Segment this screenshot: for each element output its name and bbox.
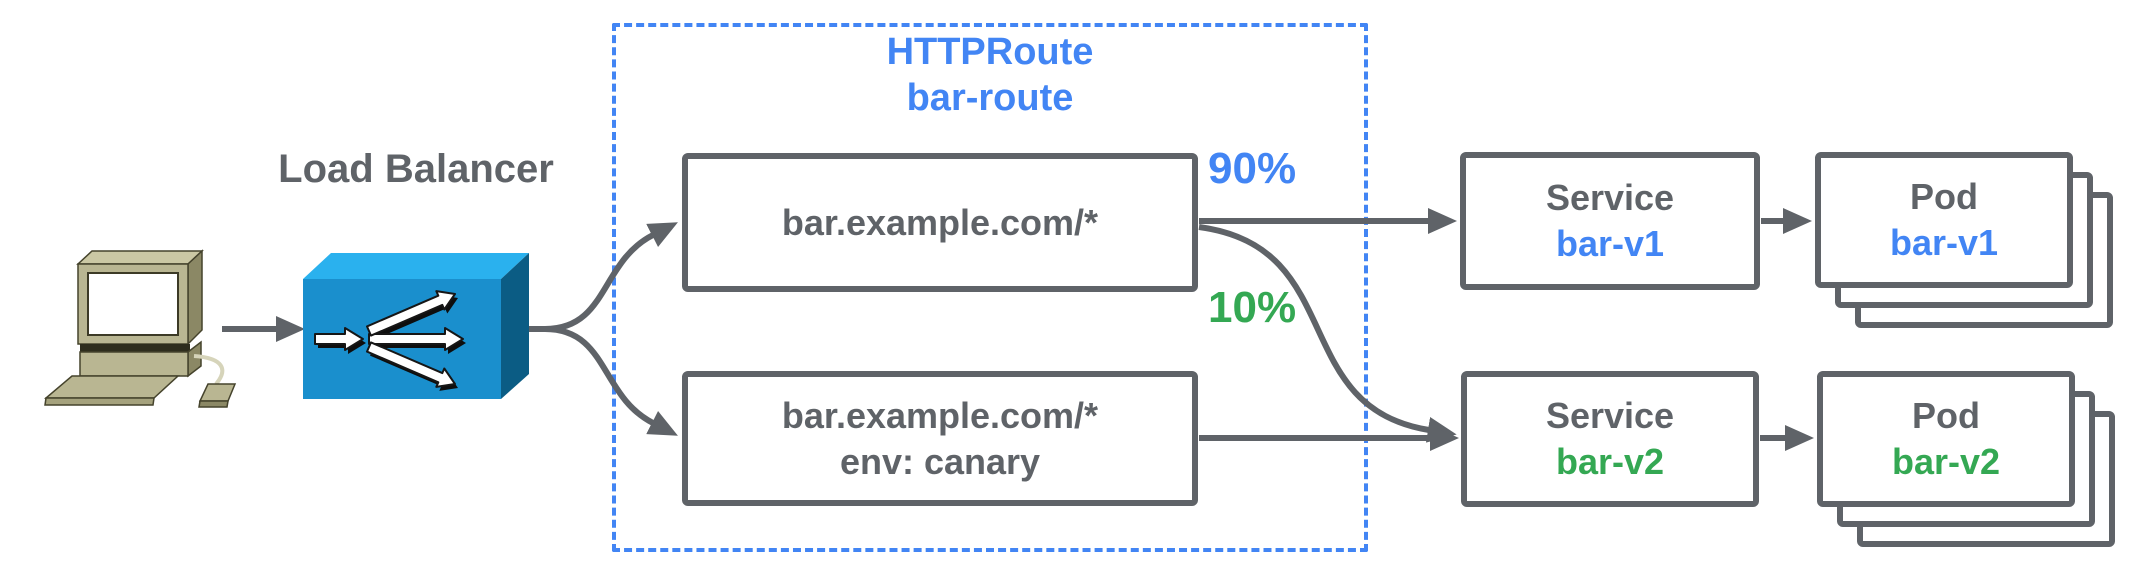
pod-type-label: Pod [1912,395,1980,436]
arrow-loadbalancer-to-rule-1 [544,222,678,332]
service-name: bar-v2 [1555,441,1665,482]
arrow-loadbalancer-to-rule-2 [544,326,678,436]
route-rule-2-header-match: env: canary [839,440,1041,482]
lb-fan-down-arrow [366,341,456,388]
weight-label-90: 90% [1208,144,1297,193]
pod-type-label: Pod [1910,176,1978,217]
pod-stack-bar-v1: Pod bar-v1 [1815,152,2117,332]
pod-name: bar-v2 [1891,441,2001,482]
pod-name: bar-v1 [1889,222,1999,263]
service-bar-v2-box: Service bar-v2 [1461,371,1759,507]
lb-fan-up-arrow [366,290,456,337]
route-rule-1-match: bar.example.com/* [781,201,1099,243]
httproute-dashed-box [612,23,1368,552]
load-balancer-icon [303,253,529,399]
weight-label-10: 10% [1208,283,1297,332]
arrow-rule-1-to-service-bar-v2 [1198,224,1457,443]
pod-stack-bar-v2: Pod bar-v2 [1817,371,2119,551]
load-balancer-label: Load Balancer [278,147,554,191]
service-name: bar-v1 [1555,223,1665,264]
route-rule-1-box: bar.example.com/* [682,153,1198,292]
service-type-label: Service [1545,395,1675,436]
pod-bar-v2-box: Pod bar-v2 [1817,371,2075,507]
lb-in-arrow [314,327,364,351]
service-bar-v1-box: Service bar-v1 [1460,152,1760,290]
pod-bar-v1-box: Pod bar-v1 [1815,152,2073,288]
route-rule-2-box: bar.example.com/* env: canary [682,371,1198,506]
service-type-label: Service [1545,177,1675,218]
httproute-title: HTTPRoute bar-route [612,29,1368,121]
desktop-computer-icon [43,249,237,408]
route-rule-2-match: bar.example.com/* [781,394,1099,436]
httproute-title-kind: HTTPRoute [886,31,1094,73]
httproute-title-name: bar-route [906,77,1074,119]
lb-fan-mid-arrow [368,327,464,351]
